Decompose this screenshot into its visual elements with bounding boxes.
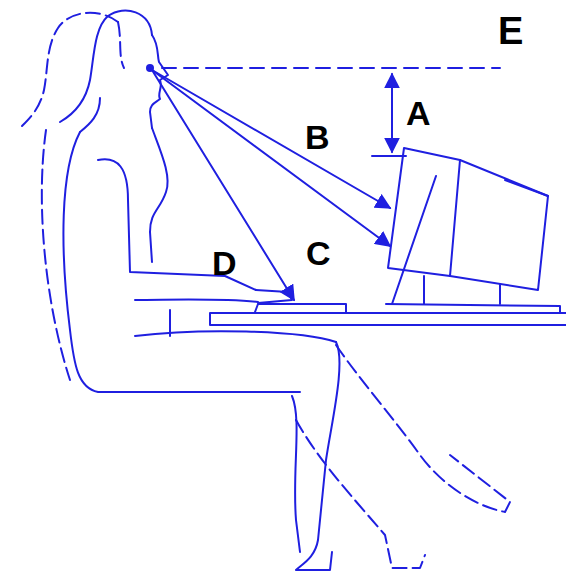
callout-letter: A <box>406 96 431 130</box>
callout-letter: E <box>498 12 523 50</box>
callout-letter: B <box>305 120 330 154</box>
callout-letter: C <box>306 236 331 270</box>
eye-dot <box>146 64 154 72</box>
callout-letter: D <box>212 246 237 280</box>
